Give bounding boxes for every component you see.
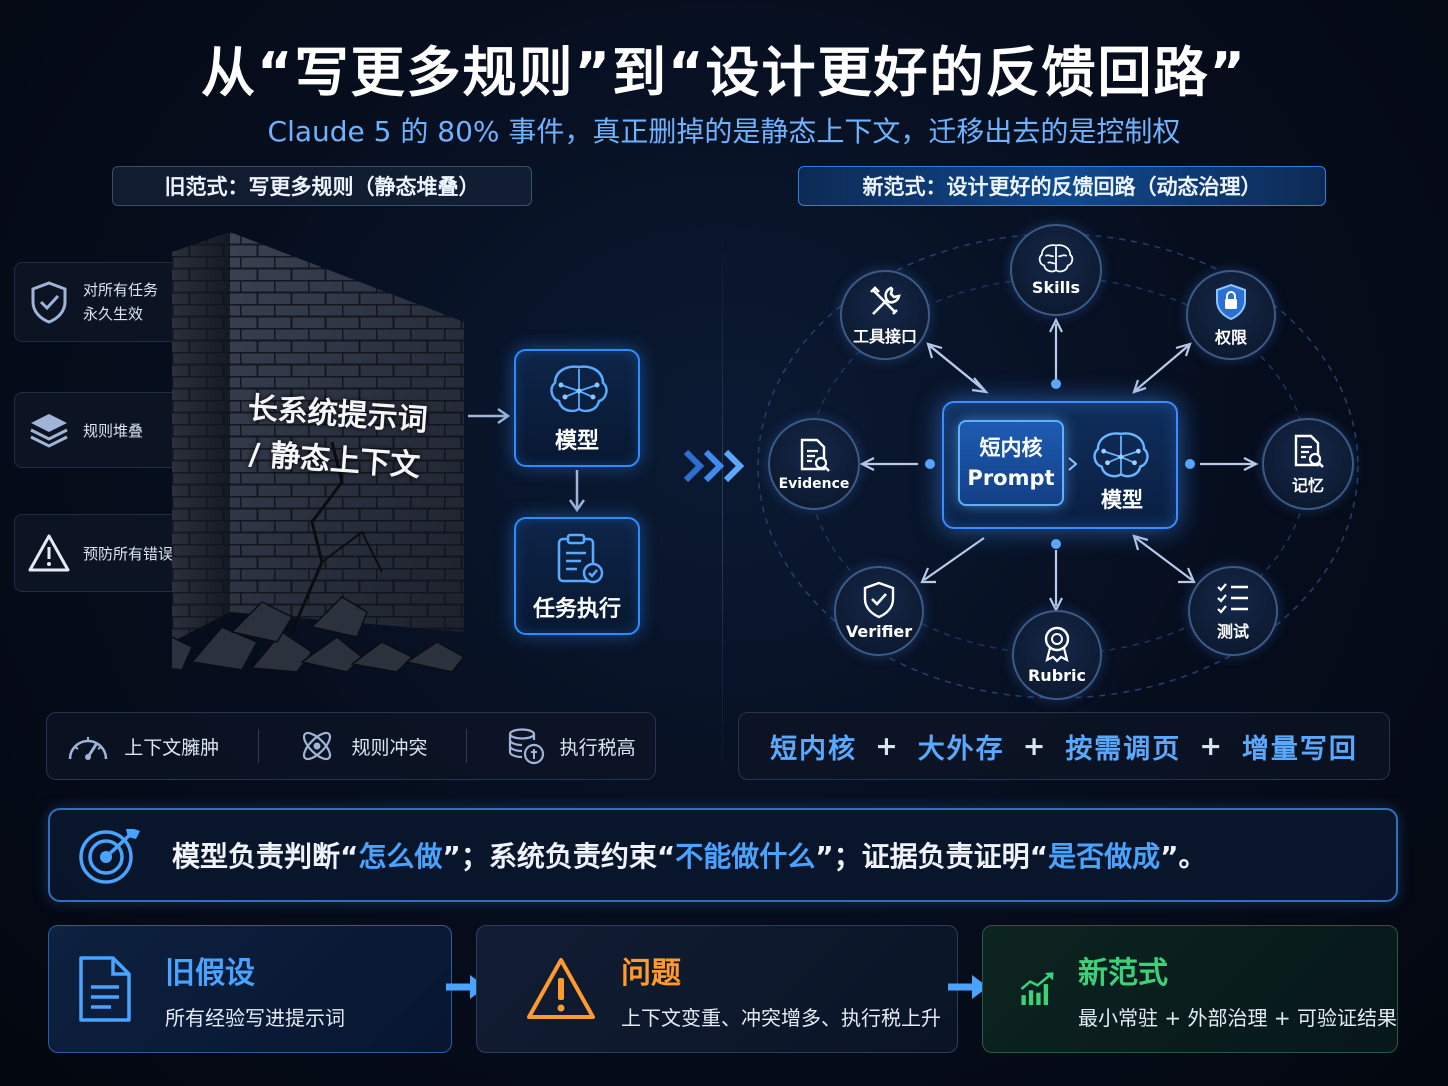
node-memory: 记忆 bbox=[1262, 418, 1354, 510]
principle-segment: ”；证据负责证明“ bbox=[815, 840, 1049, 873]
old-cost-bar: 上下文臃肿 规则冲突 执行税高 bbox=[46, 712, 656, 780]
model-label: 模型 bbox=[554, 429, 599, 454]
side-card-line1: 对所有任务 bbox=[83, 281, 159, 299]
brain-network-icon bbox=[550, 365, 608, 413]
old-paradigm-label: 旧范式：写更多规则（静态堆叠） bbox=[112, 166, 532, 206]
model-box: 模型 bbox=[514, 349, 640, 467]
coins-stack-icon bbox=[508, 728, 544, 765]
cost-item-label: 规则冲突 bbox=[351, 736, 428, 759]
node-tools: 工具接口 bbox=[840, 270, 930, 360]
core-prompt-line1: 短内核 bbox=[979, 436, 1043, 460]
node-label: 记忆 bbox=[1291, 475, 1324, 495]
side-card-stacking: 规则堆叠 bbox=[14, 392, 184, 468]
growth-chart-icon bbox=[1020, 972, 1054, 1006]
summary-plus: + bbox=[1199, 730, 1224, 762]
node-evidence: Evidence bbox=[768, 418, 860, 510]
center-divider bbox=[722, 222, 723, 782]
core-prompt-box: 短内核 Prompt bbox=[958, 420, 1064, 506]
step-new-paradigm: 新范式 最小常驻 + 外部治理 + 可验证结果 bbox=[982, 925, 1398, 1053]
arrow-to-exec bbox=[568, 470, 586, 513]
principle-highlight: 是否做成 bbox=[1048, 840, 1161, 873]
summary-part: 增量写回 bbox=[1241, 733, 1358, 765]
node-label: Evidence bbox=[778, 475, 850, 492]
principle-banner: 模型负责判断“怎么做”；系统负责约束“不能做什么”；证据负责证明“是否做成”。 bbox=[48, 808, 1398, 902]
document-icon bbox=[79, 956, 131, 1022]
cost-item-conflict: 规则冲突 bbox=[297, 726, 427, 766]
node-label: Rubric bbox=[1027, 666, 1087, 685]
step-title: 旧假设 bbox=[165, 955, 255, 991]
node-permissions: 权限 bbox=[1186, 270, 1276, 360]
step-desc: 最小常驻 + 外部治理 + 可验证结果 bbox=[1078, 1005, 1397, 1030]
node-label: 权限 bbox=[1214, 327, 1247, 347]
flow-arrow-icon bbox=[948, 975, 988, 999]
summary-part: 短内核 bbox=[770, 733, 858, 765]
node-label: Verifier bbox=[845, 622, 913, 641]
side-card-line1: 规则堆叠 bbox=[83, 421, 144, 440]
step-problem: 问题 上下文变重、冲突增多、执行税上升 bbox=[476, 925, 958, 1053]
principle-highlight: 不能做什么 bbox=[675, 840, 816, 873]
wall-label: 长系统提示词 / 静态上下文 bbox=[233, 385, 439, 491]
node-verifier: Verifier bbox=[834, 566, 924, 656]
brain-icon bbox=[1038, 244, 1074, 273]
node-label: Skills bbox=[1031, 278, 1081, 297]
task-exec-box: 任务执行 bbox=[514, 517, 640, 635]
gauge-icon bbox=[69, 737, 108, 760]
cost-item-tax: 执行税高 bbox=[506, 726, 636, 766]
cost-item-label: 执行税高 bbox=[559, 736, 636, 759]
cost-item-bloat: 上下文臃肿 bbox=[66, 729, 219, 763]
chevron-right-icon bbox=[1068, 457, 1078, 471]
summary-plus: + bbox=[875, 730, 900, 762]
clipboard-check-icon bbox=[557, 533, 604, 584]
divider bbox=[257, 729, 259, 763]
side-card-prevent: 预防所有错误 bbox=[14, 514, 184, 592]
node-test: 测试 bbox=[1188, 566, 1278, 656]
core-model-label: 模型 bbox=[1101, 488, 1143, 512]
document-search-icon bbox=[1294, 434, 1324, 468]
summary-part: 按需调页 bbox=[1065, 733, 1182, 765]
step-title: 新范式 bbox=[1078, 955, 1169, 991]
summary-plus: + bbox=[1022, 730, 1048, 762]
cost-item-label: 上下文臃肿 bbox=[124, 736, 220, 759]
step-title: 问题 bbox=[621, 955, 681, 991]
atom-conflict-icon bbox=[303, 731, 332, 761]
document-search-icon bbox=[800, 438, 830, 472]
arrow-to-model bbox=[468, 407, 511, 425]
principle-text: 模型负责判断“怎么做”；系统负责约束“不能做什么”；证据负责证明“是否做成”。 bbox=[172, 835, 1206, 875]
summary-part: 大外存 bbox=[917, 733, 1005, 765]
side-card-line1: 预防所有错误 bbox=[83, 544, 174, 563]
shield-check-icon bbox=[27, 280, 71, 324]
divider bbox=[466, 729, 468, 763]
core-prompt-line2: Prompt bbox=[967, 466, 1055, 490]
checklist-icon bbox=[1217, 582, 1248, 614]
side-card-permanent: 对所有任务 永久生效 bbox=[14, 262, 184, 342]
principle-highlight: 怎么做 bbox=[358, 840, 443, 873]
page-subtitle: Claude 5 的 80% 事件，真正删掉的是静态上下文，迁移出去的是控制权 bbox=[267, 115, 1181, 148]
node-rubric: Rubric bbox=[1012, 610, 1102, 700]
step-desc: 所有经验写进提示词 bbox=[165, 1005, 345, 1030]
principle-segment: ”；系统负责约束“ bbox=[442, 840, 676, 873]
page-title: 从“写更多规则”到“设计更好的反馈回路” bbox=[201, 41, 1247, 104]
shield-check-icon bbox=[863, 581, 895, 619]
warning-icon bbox=[27, 531, 71, 575]
brain-network-icon bbox=[1093, 432, 1149, 478]
brick-wall-illustration bbox=[172, 232, 464, 672]
principle-segment: 模型负责判断“ bbox=[172, 840, 359, 873]
task-exec-label: 任务执行 bbox=[532, 597, 621, 622]
new-paradigm-label: 新范式：设计更好的反馈回路（动态治理） bbox=[798, 166, 1326, 206]
target-icon bbox=[79, 829, 140, 884]
shield-lock-icon bbox=[1216, 283, 1246, 320]
transition-chevrons-icon bbox=[682, 446, 748, 490]
side-card-line2: 永久生效 bbox=[83, 305, 144, 323]
step-old-assumption: 旧假设 所有经验写进提示词 bbox=[48, 925, 452, 1053]
warning-icon bbox=[527, 958, 595, 1019]
new-summary-bar: 短内核 + 大外存 + 按需调页 + 增量写回 bbox=[738, 712, 1390, 780]
award-badge-icon bbox=[1044, 626, 1070, 663]
tools-icon bbox=[870, 285, 901, 315]
node-label: 工具接口 bbox=[852, 326, 917, 346]
node-skills: Skills bbox=[1010, 224, 1102, 316]
layers-icon bbox=[27, 408, 71, 452]
node-label: 测试 bbox=[1216, 621, 1249, 641]
step-desc: 上下文变重、冲突增多、执行税上升 bbox=[621, 1005, 941, 1030]
principle-segment: ”。 bbox=[1160, 840, 1207, 873]
